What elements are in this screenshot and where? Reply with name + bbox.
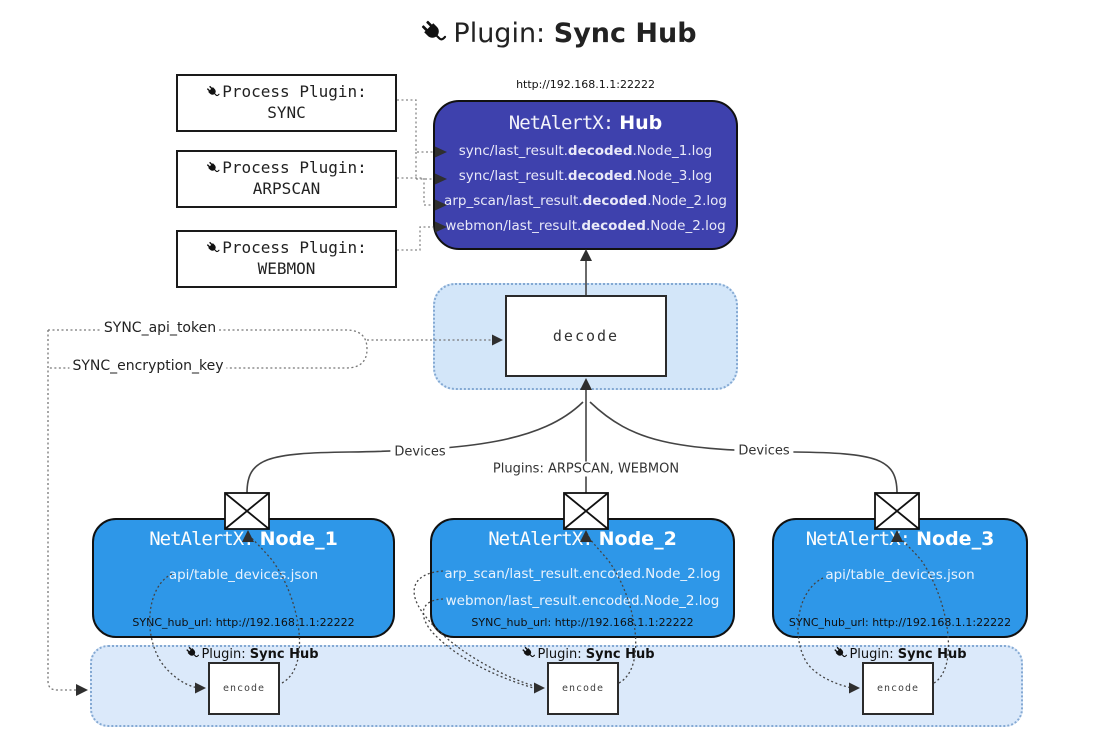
plug-icon xyxy=(206,85,220,99)
node-hub-url: SYNC_hub_url: http://192.168.1.1:22222 xyxy=(471,616,694,629)
node-title: NetAlertX: Node_3 xyxy=(805,528,995,550)
process-plugin-name: SYNC xyxy=(267,103,306,122)
node-box-node3: NetAlertX: Node_3 api/table_devices.json… xyxy=(772,518,1028,638)
node-hub-url: SYNC_hub_url: http://192.168.1.1:22222 xyxy=(788,616,1012,629)
title-name: Sync Hub xyxy=(553,18,697,49)
process-plugin-label: Process Plugin: xyxy=(178,82,395,101)
page-title: Plugin: Sync Hub xyxy=(0,18,1117,49)
node-hub-url: SYNC_hub_url: http://192.168.1.1:22222 xyxy=(132,616,355,629)
hub-log-line: sync/last_result.decoded.Node_3.log xyxy=(458,168,713,184)
process-plugin-name: ARPSCAN xyxy=(252,179,321,198)
edge-label-devices-left: Devices xyxy=(390,444,450,460)
node-title: NetAlertX: Node_1 xyxy=(149,528,338,550)
process-plugin-label: Process Plugin: xyxy=(178,158,395,177)
plug-icon xyxy=(521,646,535,660)
node-box-node2: NetAlertX: Node_2 arp_scan/last_result.e… xyxy=(430,518,735,638)
hub-log-lines: sync/last_result.decoded.Node_1.log sync… xyxy=(435,139,736,239)
node-file-line: api/table_devices.json xyxy=(168,567,319,583)
arrowhead-up xyxy=(580,249,592,261)
edge-label-plugins-center: Plugins: ARPSCAN, WEBMON xyxy=(488,461,684,477)
hub-box: NetAlertX: Hub sync/last_result.decoded.… xyxy=(433,100,738,250)
hub-log-line: sync/last_result.decoded.Node_1.log xyxy=(458,143,713,159)
band-plugin-label: Plugin: Sync Hub xyxy=(833,646,967,662)
edge-sync-to-log2 xyxy=(415,152,433,180)
hub-log-line: arp_scan/last_result.decoded.Node_2.log xyxy=(444,193,727,209)
encode-box: encode xyxy=(862,662,934,715)
process-plugin-box-webmon: Process Plugin: WEBMON xyxy=(176,230,397,288)
band-plugin-label: Plugin: Sync Hub xyxy=(185,646,319,662)
arrowhead-right xyxy=(76,684,88,696)
node-file-line: api/table_devices.json xyxy=(825,567,975,583)
sync-encryption-key-label: SYNC_encryption_key xyxy=(69,358,227,374)
plug-icon xyxy=(420,19,447,46)
hub-log-line: webmon/last_result.decoded.Node_2.log xyxy=(445,218,726,234)
process-plugin-label: Process Plugin: xyxy=(178,238,395,257)
node-file-line: webmon/last_result.encoded.Node_2.log xyxy=(445,593,720,609)
edge-sync-to-log1 xyxy=(397,99,433,153)
decode-box: decode xyxy=(505,295,667,377)
plug-icon xyxy=(833,646,847,660)
plugin-connectors xyxy=(397,99,433,251)
plug-icon xyxy=(206,241,220,255)
plug-icon xyxy=(206,161,220,175)
process-plugin-box-sync: Process Plugin: SYNC xyxy=(176,74,397,132)
hub-url-label: http://192.168.1.1:22222 xyxy=(516,78,655,91)
hub-title: NetAlertX: Hub xyxy=(508,112,663,134)
node-file-line: arp_scan/last_result.encoded.Node_2.log xyxy=(444,566,721,582)
band-plugin-label: Plugin: Sync Hub xyxy=(521,646,655,662)
plug-icon xyxy=(185,646,199,660)
process-plugin-name: WEBMON xyxy=(257,259,316,278)
sync-api-token-label: SYNC_api_token xyxy=(100,320,220,336)
process-plugin-box-arpscan: Process Plugin: ARPSCAN xyxy=(176,150,397,208)
node-box-node1: NetAlertX: Node_1 api/table_devices.json… xyxy=(92,518,395,638)
edge-encryption-key-rail xyxy=(47,330,76,691)
edge-webmon-to-log4 xyxy=(397,226,433,251)
title-prefix: Plugin: xyxy=(453,18,546,49)
edge-label-devices-right: Devices xyxy=(734,443,794,459)
encode-box: encode xyxy=(208,662,280,715)
edge-arpscan-to-log3 xyxy=(397,177,433,206)
node-title: NetAlertX: Node_2 xyxy=(488,528,677,550)
encode-box: encode xyxy=(547,662,619,715)
